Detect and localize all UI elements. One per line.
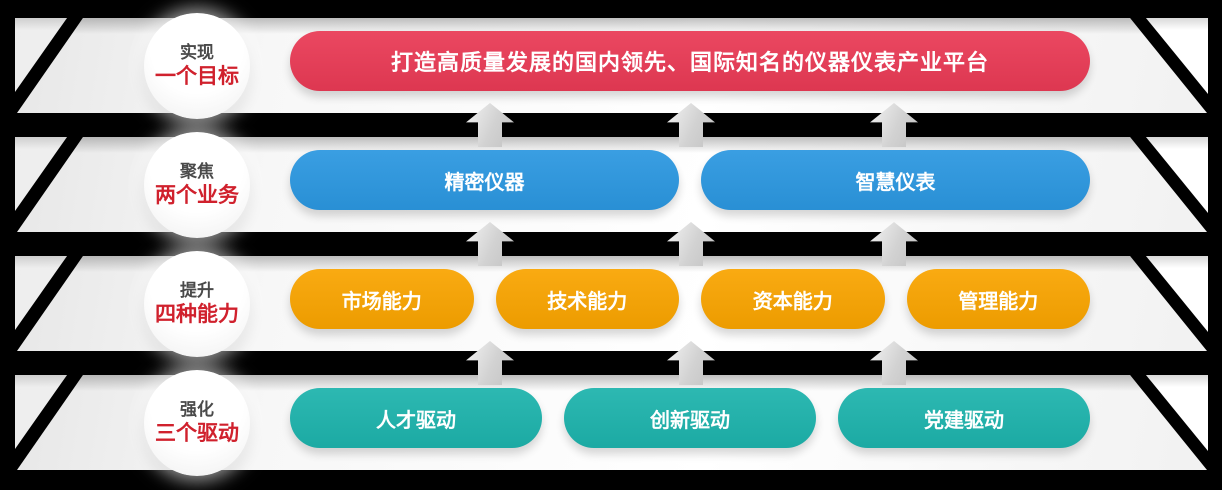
pill-business: 智慧仪表 [701, 150, 1090, 210]
tier-name-label: 四种能力 [155, 302, 239, 326]
tier-action-label: 强化 [180, 399, 214, 419]
tier-name-label: 三个驱动 [155, 421, 239, 445]
tier-driver: 强化 三个驱动 人才驱动 创新驱动 党建驱动 [0, 370, 1222, 476]
pill-capability: 资本能力 [701, 269, 885, 329]
tier-capability: 提升 四种能力 市场能力 技术能力 资本能力 管理能力 [0, 251, 1222, 357]
tier-circle-badge: 实现 一个目标 [144, 13, 250, 119]
tier-circle-badge: 聚焦 两个业务 [144, 132, 250, 238]
pill-group: 打造高质量发展的国内领先、国际知名的仪器仪表产业平台 [290, 31, 1090, 91]
tier-action-label: 聚焦 [180, 161, 214, 181]
tier-circle-badge: 强化 三个驱动 [144, 370, 250, 476]
tier-action-label: 实现 [180, 42, 214, 62]
tier-circle-badge: 提升 四种能力 [144, 251, 250, 357]
pill-group: 市场能力 技术能力 资本能力 管理能力 [290, 269, 1090, 329]
pill-group: 精密仪器 智慧仪表 [290, 150, 1090, 210]
tier-name-label: 一个目标 [155, 64, 239, 88]
pill-driver: 人才驱动 [290, 388, 542, 448]
pill-business: 精密仪器 [290, 150, 679, 210]
pill-capability: 技术能力 [495, 269, 679, 329]
tier-action-label: 提升 [180, 280, 214, 300]
pill-driver: 创新驱动 [564, 388, 816, 448]
pill-driver: 党建驱动 [838, 388, 1090, 448]
pill-group: 人才驱动 创新驱动 党建驱动 [290, 388, 1090, 448]
pill-capability: 管理能力 [906, 269, 1090, 329]
tier-name-label: 两个业务 [155, 183, 239, 207]
tier-goal: 实现 一个目标 打造高质量发展的国内领先、国际知名的仪器仪表产业平台 [0, 13, 1222, 119]
tier-business: 聚焦 两个业务 精密仪器 智慧仪表 [0, 132, 1222, 238]
pill-capability: 市场能力 [290, 269, 474, 329]
pill-goal: 打造高质量发展的国内领先、国际知名的仪器仪表产业平台 [290, 31, 1090, 91]
